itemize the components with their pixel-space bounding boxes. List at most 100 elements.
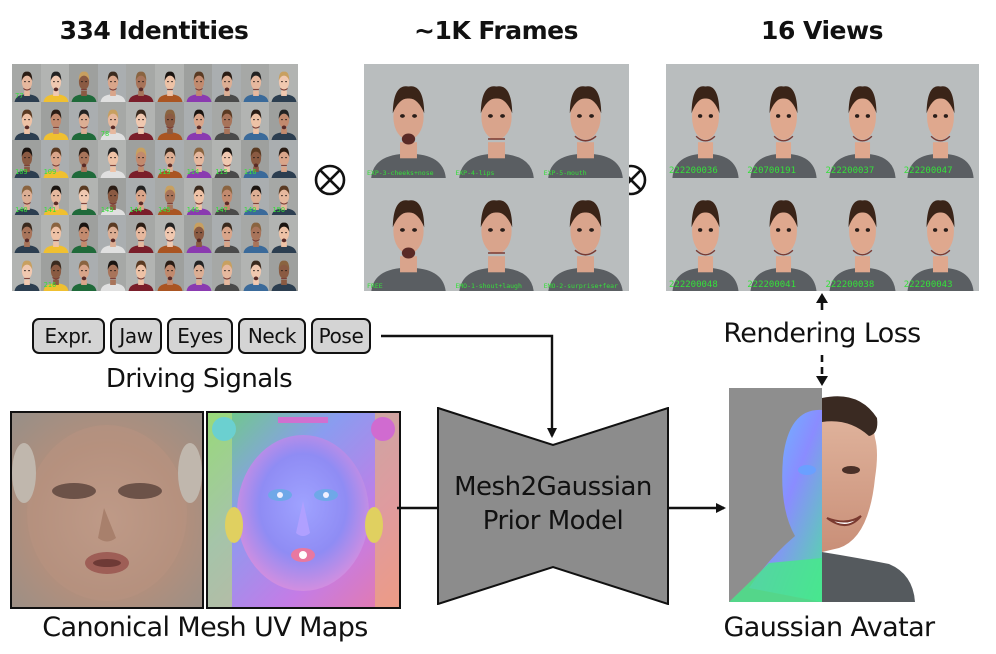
identity-thumbnail <box>240 253 270 291</box>
identity-thumbnail <box>40 64 70 103</box>
identity-thumbnail: 77 <box>12 64 42 103</box>
frame-caption: EMO-2-surprise+fear <box>543 282 619 290</box>
identity-thumbnail: 145 <box>155 177 185 216</box>
identity-thumbnail: 115 <box>212 139 242 178</box>
identity-caption: 150 <box>272 205 286 214</box>
view-thumbnail: 222200048 <box>666 177 745 291</box>
identity-thumbnail <box>183 253 213 291</box>
identity-thumbnail <box>240 101 270 141</box>
frame-thumbnail: EXP-3-cheeks+nose <box>364 64 453 178</box>
loss-arrow-down-head <box>816 376 828 386</box>
view-caption: 222200036 <box>669 166 718 176</box>
identity-thumbnail: 216 <box>40 253 70 291</box>
identity-thumbnail <box>12 253 42 291</box>
signals-to-model-arrow <box>381 334 557 438</box>
view-caption: 222200043 <box>903 279 953 290</box>
identity-thumbnail <box>269 64 298 103</box>
view-caption: 222200037 <box>825 166 875 176</box>
identity-thumbnail: 140 <box>12 177 42 216</box>
model-label-line1: Mesh2Gaussian <box>454 472 652 502</box>
identity-thumbnail <box>69 64 99 103</box>
identity-thumbnail: 109 <box>40 139 70 178</box>
identity-thumbnail <box>69 101 99 141</box>
identity-caption: 216 <box>43 281 57 290</box>
identity-thumbnail <box>183 101 213 141</box>
albedo-uv-map <box>10 411 204 609</box>
identity-caption: 145 <box>158 205 171 214</box>
view-caption: 220700191 <box>747 166 797 176</box>
frame-caption: EMO-1-shout+laugh <box>455 282 522 290</box>
driving-signals-label: Driving Signals <box>105 364 293 394</box>
frame-thumbnail: EXP-4-lips <box>452 64 542 178</box>
rendering-loss-label: Rendering Loss <box>723 318 921 349</box>
identity-thumbnail <box>126 64 156 103</box>
identity-thumbnail <box>69 253 99 291</box>
identity-thumbnail <box>240 64 270 103</box>
identity-thumbnail <box>69 139 99 178</box>
identity-thumbnail <box>212 64 242 103</box>
view-thumbnail: 222200038 <box>822 177 902 291</box>
model-label: Mesh2Gaussian Prior Model <box>437 470 669 538</box>
identity-caption: 114 <box>186 167 200 176</box>
identity-thumbnail <box>12 101 42 141</box>
gaussian-avatar-label: Gaussian Avatar <box>723 612 935 643</box>
view-caption: 222200048 <box>669 279 718 290</box>
identity-caption: 146 <box>186 205 200 214</box>
identity-caption: 113 <box>158 167 171 176</box>
chip-pose: Pose <box>311 318 371 354</box>
identity-thumbnail <box>212 215 242 254</box>
frame-thumbnail: EMO-2-surprise+fear <box>540 177 629 291</box>
identity-thumbnail <box>126 215 156 254</box>
identity-caption: 109 <box>15 167 28 176</box>
identity-thumbnail: 116 <box>240 139 270 178</box>
identity-thumbnail: 141 <box>40 177 70 216</box>
identity-thumbnail: 109 <box>12 139 42 178</box>
normal-uv-map <box>206 411 401 609</box>
identity-caption: 144 <box>129 205 143 214</box>
identity-caption: 143 <box>100 205 114 214</box>
view-thumbnail: 222200037 <box>822 64 902 178</box>
identity-thumbnail: 149 <box>240 177 270 216</box>
identity-thumbnail: 150 <box>269 177 298 216</box>
identity-mosaic: 77 <box>12 64 298 291</box>
identity-caption: 140 <box>15 205 28 214</box>
view-caption: 222200038 <box>825 279 875 290</box>
identity-thumbnail <box>155 253 185 291</box>
chip-neck: Neck <box>238 318 306 354</box>
identity-thumbnail <box>12 215 42 254</box>
identity-caption: 116 <box>243 167 257 176</box>
identity-thumbnail <box>212 101 242 141</box>
frame-thumbnail: EMO-1-shout+laugh <box>452 177 542 291</box>
identity-thumbnail <box>269 253 298 291</box>
identity-thumbnail: 144 <box>126 177 156 216</box>
frames-header: ~1K Frames <box>414 16 578 45</box>
identity-caption: 115 <box>215 167 228 176</box>
identity-thumbnail <box>269 215 298 254</box>
chip-eyes: Eyes <box>167 318 233 354</box>
identity-caption: 149 <box>243 205 257 214</box>
frame-caption: EXP-5-mouth <box>543 168 587 177</box>
identity-caption: 109 <box>43 167 57 176</box>
view-thumbnail: 222200041 <box>744 177 823 291</box>
frames-mosaic: EXP-3-cheeks+nose EXP-4-lips EXP-5-mouth… <box>364 64 629 291</box>
identity-thumbnail <box>155 101 185 141</box>
gaussian-avatar-image <box>729 388 915 602</box>
identity-thumbnail <box>183 215 213 254</box>
identity-thumbnail <box>240 215 270 254</box>
view-thumbnail: 222200047 <box>900 64 979 178</box>
gaussian-avatar-render <box>729 388 915 602</box>
mesh2gaussian-model-shape <box>437 407 669 605</box>
identity-thumbnail <box>126 101 156 141</box>
identities-header: 334 Identities <box>59 16 249 45</box>
identity-thumbnail <box>97 253 127 291</box>
identity-thumbnail <box>40 215 70 254</box>
identity-thumbnail <box>269 101 298 141</box>
identity-thumbnail <box>155 64 185 103</box>
chip-jaw: Jaw <box>110 318 162 354</box>
frame-caption: EXP-3-cheeks+nose <box>367 168 434 177</box>
uv-maps-label: Canonical Mesh UV Maps <box>42 612 368 643</box>
identity-thumbnail <box>97 215 127 254</box>
view-thumbnail: 220700191 <box>744 64 823 178</box>
identity-thumbnail: 78 <box>97 101 127 141</box>
